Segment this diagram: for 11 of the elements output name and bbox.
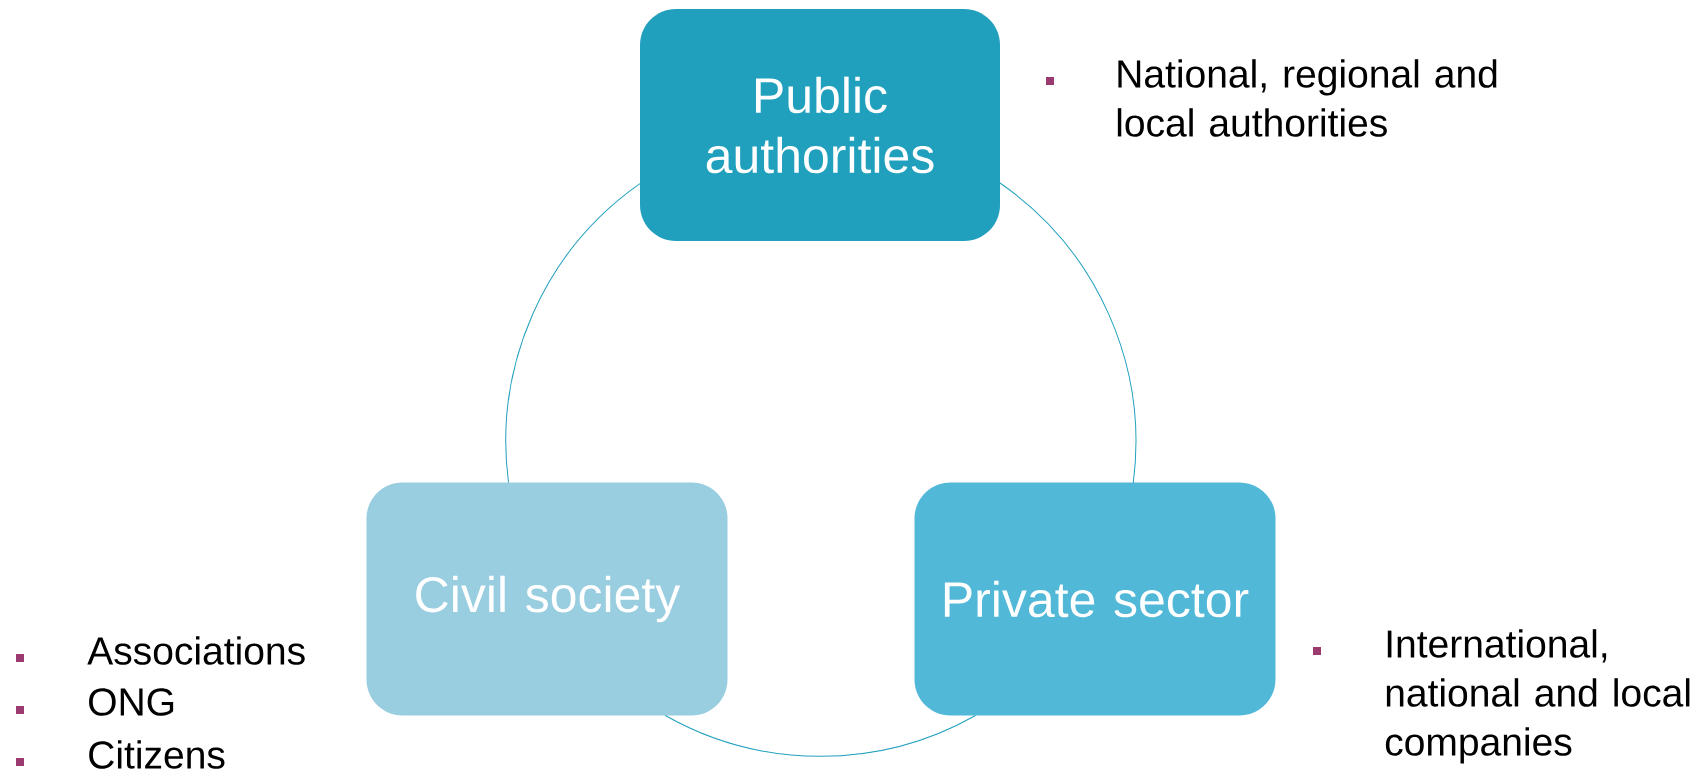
bullet-text: National, regional and local authorities	[1117, 59, 1497, 137]
bullet-text: Associations	[87, 636, 305, 665]
connector-arc	[664, 715, 976, 757]
connector-arc	[999, 182, 1137, 484]
rounded-box: Public authorities	[640, 9, 1000, 241]
bullet-text: ONG	[89, 688, 174, 716]
rounded-box: Civil society	[366, 482, 728, 716]
connector-arc	[505, 183, 641, 483]
rounded-box: Private sector	[914, 482, 1276, 716]
bullet-text: Citizens	[89, 740, 225, 769]
bullet-text: International, national and local companies	[1385, 629, 1690, 764]
